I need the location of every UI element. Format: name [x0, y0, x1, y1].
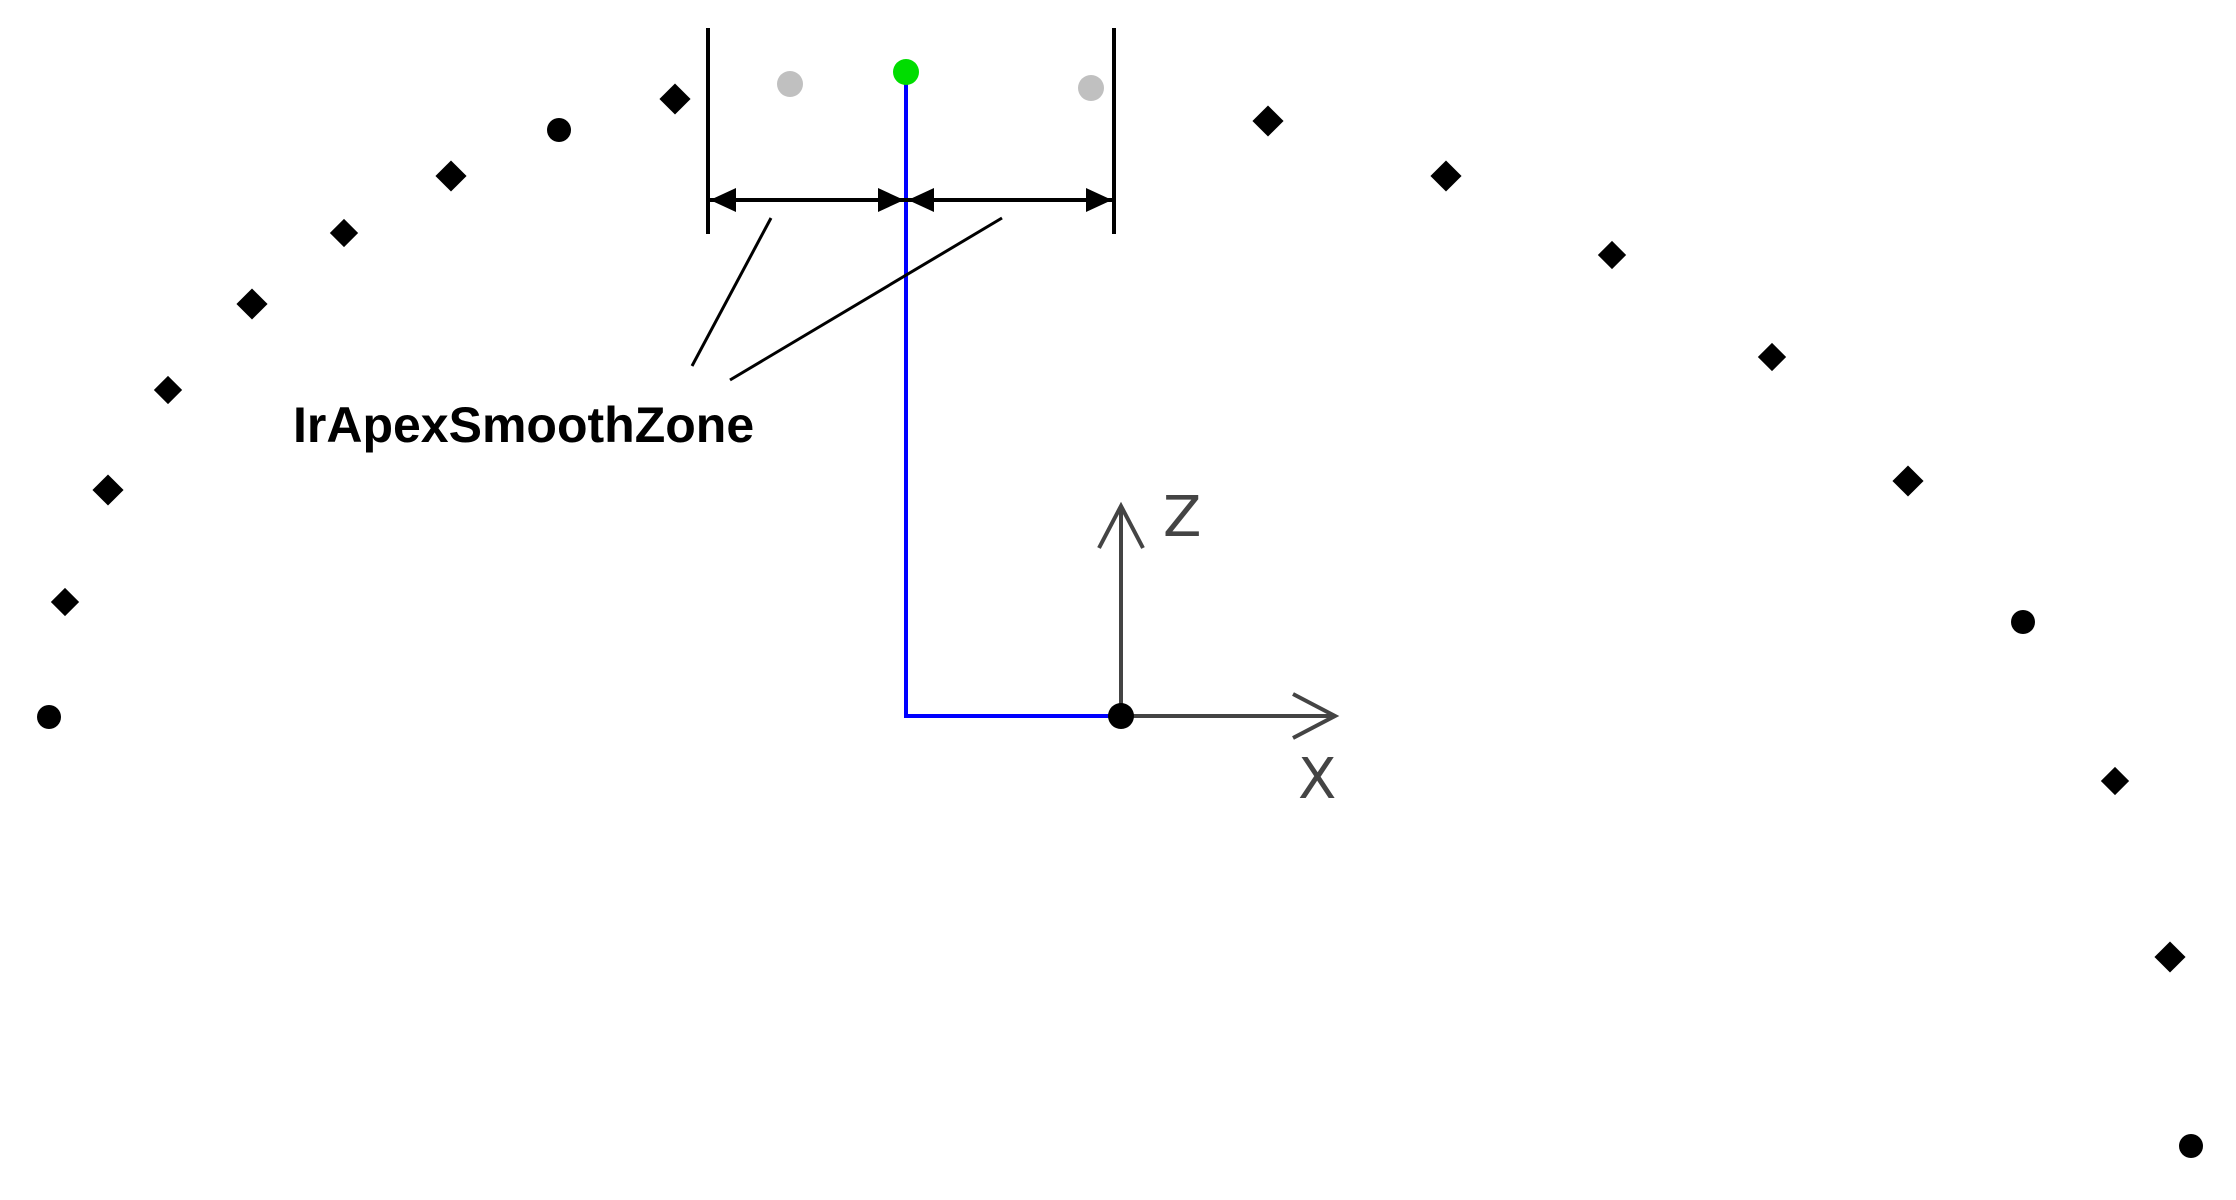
arc-point — [1252, 105, 1284, 137]
origin-point — [1108, 703, 1134, 729]
arrow-center-left — [878, 188, 904, 212]
arrow-center-right — [908, 188, 934, 212]
apex-path — [904, 72, 1121, 718]
leader-line-left — [690, 217, 773, 367]
dimension-arrows — [710, 188, 1112, 212]
arc-point — [1892, 465, 1924, 497]
ghost-point-right — [1078, 75, 1104, 101]
coordinate-axes: Z X — [1097, 485, 1340, 812]
arc-point — [2011, 610, 2035, 634]
ghost-point-left — [777, 71, 803, 97]
arc-point — [1430, 160, 1462, 192]
x-axis-arrowhead — [1292, 692, 1340, 740]
arc-point — [2154, 941, 2186, 973]
arc-point — [435, 160, 467, 192]
arc-point — [37, 705, 61, 729]
x-axis-label: X — [1298, 747, 1336, 812]
arc-point — [153, 375, 183, 405]
arc-point — [50, 587, 80, 617]
arrow-left-outer — [710, 188, 736, 212]
arc-point — [2100, 766, 2130, 796]
arc-point — [1757, 342, 1787, 372]
arc-point — [329, 218, 359, 248]
arc-point — [547, 118, 571, 142]
apex-point — [893, 59, 919, 85]
arc-point — [659, 83, 691, 115]
zone-label: IrApexSmoothZone — [293, 397, 754, 453]
arc-point — [236, 288, 268, 320]
z-axis-arrowhead — [1097, 501, 1145, 549]
arc-point — [92, 474, 124, 506]
leader-line-right — [729, 216, 1003, 382]
arc-point — [1597, 240, 1627, 270]
arc-point — [2179, 1134, 2203, 1158]
arrow-right-outer — [1086, 188, 1112, 212]
z-axis-label: Z — [1163, 485, 1201, 550]
